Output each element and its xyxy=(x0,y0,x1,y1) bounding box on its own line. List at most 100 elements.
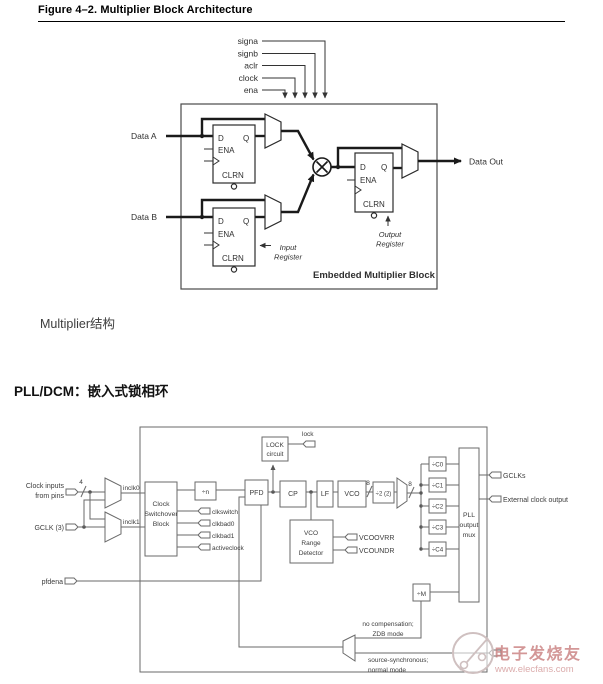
mux-a xyxy=(264,113,282,149)
wire-mux-b-to-mult xyxy=(281,173,315,214)
output-pin-icon xyxy=(488,495,502,503)
wire-ena xyxy=(262,89,288,99)
clock-triangle-icon xyxy=(354,185,362,195)
wire-gclk-cross xyxy=(83,499,105,527)
pfdena-input: pfdena xyxy=(42,505,262,586)
input-pin-icon xyxy=(65,523,79,531)
register-o-d: D xyxy=(360,163,366,172)
watermark: 电子发烧友 www.elecfans.com xyxy=(452,632,582,675)
lock-label-2: circuit xyxy=(267,451,284,458)
lock-pin-label: lock xyxy=(302,431,314,438)
lock-circuit: LOCK circuit lock xyxy=(261,431,316,462)
switchover-label-3: Block xyxy=(153,521,170,528)
register-a-ena: ENA xyxy=(218,146,235,155)
vco-range-label-3: Detector xyxy=(299,550,324,557)
vco-box xyxy=(337,480,367,508)
mux-b xyxy=(264,194,282,230)
pll-output-mux-label-1: PLL xyxy=(463,512,475,519)
pll-diagram: Clock inputs from pins 4 GCLK (3) xyxy=(26,426,568,674)
pll-output-mux-box xyxy=(458,447,480,603)
mux-out xyxy=(401,143,419,179)
clock-inputs-label-1: Clock inputs xyxy=(26,483,65,490)
watermark-brand: 电子发烧友 xyxy=(494,644,582,663)
vco-label: VCO xyxy=(344,491,360,498)
inclk0-mux xyxy=(104,477,122,509)
register-a-d: D xyxy=(218,134,224,143)
input-register-callout-1: Input xyxy=(280,243,298,252)
output-pin-icon xyxy=(197,531,211,539)
div2-label: ÷2 (2) xyxy=(376,492,392,498)
c2-label: ÷C2 xyxy=(432,504,444,511)
c1-label: ÷C1 xyxy=(432,483,444,490)
vcoovrr-label: VCOOVRR xyxy=(359,535,394,542)
inclk1-label: inclk1 xyxy=(123,519,140,526)
clock-triangle-icon xyxy=(212,240,220,250)
data-out: Data Out xyxy=(418,157,504,167)
signal-label-signa: signa xyxy=(238,36,259,46)
clock-inputs-label-2: from pins xyxy=(35,493,64,500)
clrn-bubble-icon xyxy=(370,212,378,219)
data-a-label: Data A xyxy=(131,131,157,141)
wire-data-b-bypass xyxy=(200,198,265,217)
wire-product-bypass xyxy=(336,146,402,167)
c3-label: ÷C3 xyxy=(432,525,444,532)
clrn-bubble-icon xyxy=(230,266,238,273)
clkbad1-label: clkbad1 xyxy=(212,533,235,540)
junction-dot xyxy=(199,133,205,139)
bus-width-8a: 8 xyxy=(366,480,370,487)
vco-range-label-2: Range xyxy=(301,540,321,547)
c0-label: ÷C0 xyxy=(432,462,444,469)
clrn-bubble-icon xyxy=(230,183,238,190)
mode-bottom-label-1: source-synchronous; xyxy=(368,657,429,664)
pfd-label: PFD xyxy=(250,490,264,497)
counter-in-wires xyxy=(421,463,429,550)
input-pin-icon xyxy=(64,577,78,585)
multiplier-diagram: signa signb aclr clock ena Data A xyxy=(131,36,504,290)
output-pin-icon xyxy=(197,543,211,551)
junction-dot xyxy=(419,491,423,495)
register-b-clrn: CLRN xyxy=(222,254,244,263)
output-pin-icon xyxy=(197,507,211,515)
callouts: Input Register Output Register xyxy=(259,230,404,262)
output-pin-icon xyxy=(302,440,316,448)
pll-gclk-input: GCLK (3) xyxy=(34,499,105,532)
junction-dot xyxy=(199,214,205,220)
lf-label: LF xyxy=(321,491,329,498)
gclk-label: GCLK (3) xyxy=(34,525,64,532)
register-a-q: Q xyxy=(243,134,249,143)
cp-label: CP xyxy=(288,491,298,498)
inclk1-mux xyxy=(104,511,122,543)
wire-pfdena xyxy=(77,505,262,582)
bus-width-8b: 8 xyxy=(408,481,412,488)
switchover-label-2: Switchover xyxy=(144,511,178,518)
vcoundr-label: VCOUNDR xyxy=(359,548,394,555)
feedback-mux xyxy=(342,634,356,662)
register-b-q: Q xyxy=(243,217,249,226)
counter-bank: ÷C0 ÷C1 ÷C2 ÷C3 ÷C4 xyxy=(419,456,459,557)
vco-tap-mux xyxy=(396,477,408,509)
switchover-box xyxy=(144,481,178,557)
wire-mux-a-to-mult xyxy=(281,129,315,161)
pll-output-mux-label-3: mux xyxy=(463,532,476,539)
output-register: D Q ENA CLRN xyxy=(347,152,394,226)
watermark-logo-dot xyxy=(477,652,487,662)
output-pin-icon xyxy=(197,519,211,527)
clock-switchover-block: Clock Switchover Block xyxy=(144,481,178,557)
vco-range-detector: VCO Range Detector VCOOVRR VCOUNDR xyxy=(289,519,394,564)
bus-slash-icon xyxy=(80,485,87,498)
register-o-ena: ENA xyxy=(360,176,377,185)
output-pin-icon xyxy=(344,533,358,541)
bus-slash-icon xyxy=(408,486,415,499)
product-path xyxy=(331,146,402,170)
pll-heading: PLL/DCM：嵌入式锁相环 xyxy=(14,384,169,399)
bus-width-4: 4 xyxy=(79,479,83,486)
watermark-logo-dot xyxy=(459,660,469,670)
input-pin-icon xyxy=(65,488,79,496)
embedded-multiplier-block-outline xyxy=(180,103,438,290)
input-register-b: D Q ENA CLRN xyxy=(204,207,256,273)
wire-zdb-mode xyxy=(355,601,422,639)
multiply-x-icon xyxy=(315,160,329,174)
divm-label: ÷M xyxy=(417,591,426,598)
register-o-box xyxy=(354,152,394,213)
